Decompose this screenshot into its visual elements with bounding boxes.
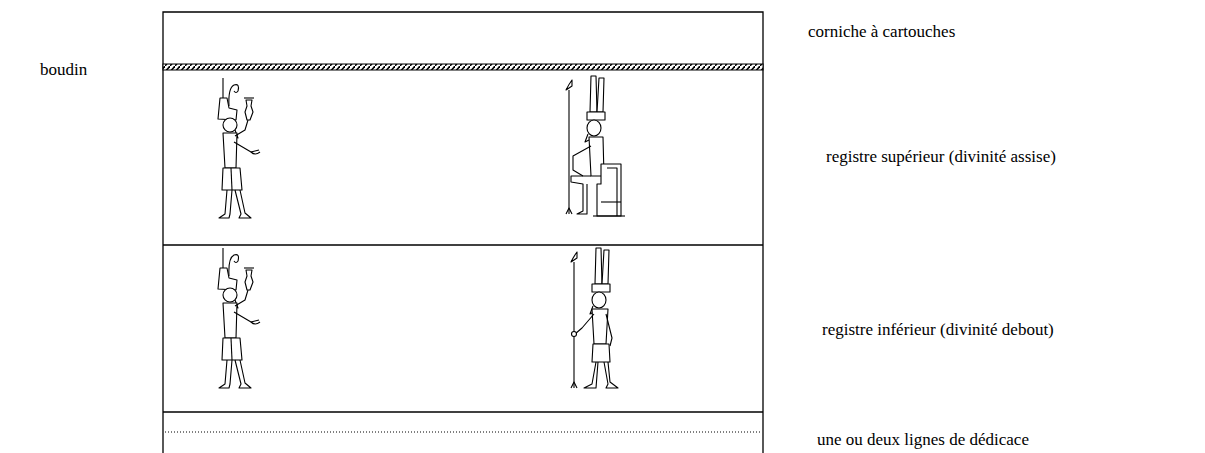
register-label: registre supérieur (divinité assise)	[826, 147, 1056, 167]
stela-frame	[163, 12, 763, 453]
king-figure	[218, 78, 260, 218]
dedication-line	[165, 432, 761, 433]
seated-deity	[566, 76, 625, 216]
register-label: une ou deux lignes de dédicace	[817, 430, 1029, 450]
standing-deity	[571, 248, 618, 388]
register-label: corniche à cartouches	[808, 22, 955, 42]
king-figure	[218, 248, 260, 388]
register-label: boudin	[40, 60, 87, 80]
register-label: registre inférieur (divinité debout)	[822, 320, 1054, 340]
boudin-band	[163, 64, 763, 70]
